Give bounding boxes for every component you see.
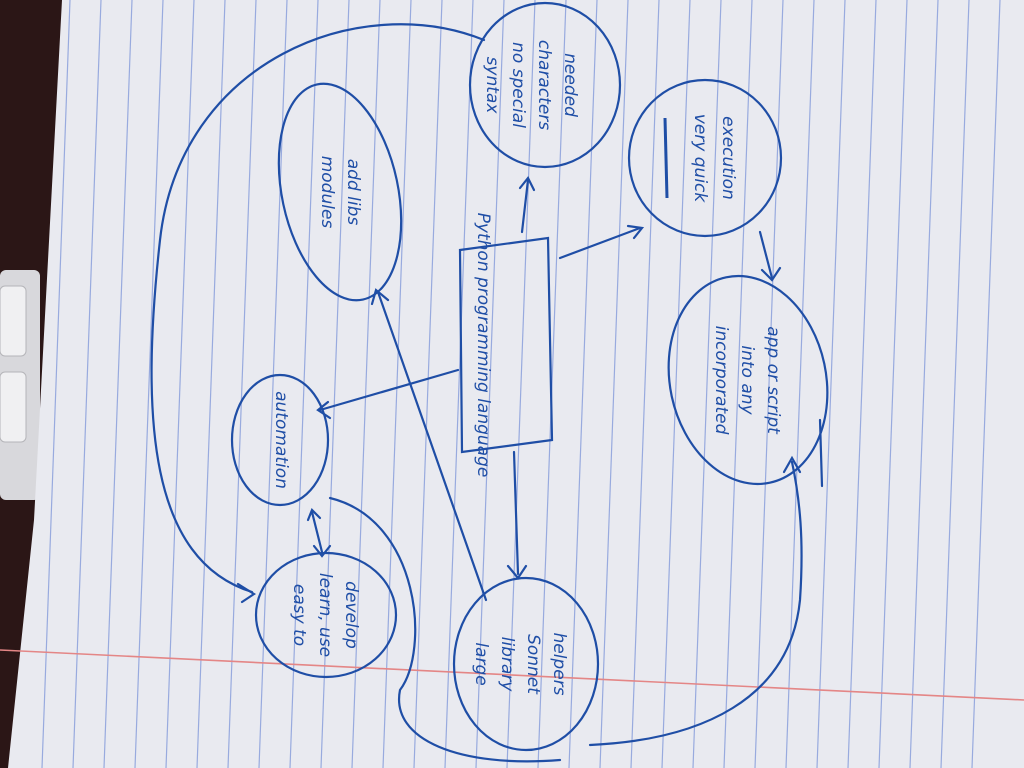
- arrow-easy: [310, 510, 324, 554]
- library-line: library: [497, 637, 517, 693]
- ruled-line: [661, 0, 691, 768]
- ruled-line: [816, 0, 846, 768]
- loop-bottom: [328, 496, 562, 763]
- ruled-line: [754, 0, 784, 768]
- ruled-line: [878, 0, 908, 768]
- ruled-line: [599, 0, 629, 768]
- automation-label: automation: [271, 391, 291, 489]
- ruled-line: [537, 0, 567, 768]
- ruled-line: [41, 0, 71, 768]
- syntax-line: no special: [508, 42, 528, 128]
- library-line: helpers: [549, 632, 569, 695]
- ruled-line: [320, 0, 350, 768]
- loop-left: [150, 23, 486, 594]
- ruled-line: [630, 0, 660, 768]
- margin-line: [0, 649, 1024, 701]
- ruled-line: [940, 0, 970, 768]
- ruled-line: [103, 0, 133, 768]
- ruled-line: [196, 0, 226, 768]
- arrow-incorporated: [758, 230, 774, 280]
- loop-right: [588, 460, 803, 747]
- ruled-line: [382, 0, 412, 768]
- incorporated-line: app or script: [763, 326, 783, 435]
- syntax-line: needed: [560, 53, 580, 117]
- incorporated-line: into any: [737, 345, 757, 415]
- ruled-line: [723, 0, 753, 768]
- execution-line: very quick: [690, 114, 710, 204]
- ruled-line: [351, 0, 381, 768]
- bubble-easy: [254, 551, 398, 679]
- center-label: Python programming language: [473, 213, 493, 478]
- ruled-line: [72, 0, 102, 768]
- ruled-line: [413, 0, 443, 768]
- execution-text: very quick execution: [663, 114, 738, 204]
- ruled-line: [444, 0, 474, 768]
- bubbles: [230, 1, 829, 752]
- center-box: [458, 236, 554, 454]
- ruled-line: [692, 0, 722, 768]
- library-line: large: [471, 642, 491, 685]
- syntax-text: syntax no special characters needed: [482, 40, 580, 130]
- ruled-line: [134, 0, 164, 768]
- easy-line: easy to: [289, 584, 309, 646]
- ruled-line: [165, 0, 195, 768]
- bubble-execution: [627, 78, 783, 238]
- syntax-line: characters: [534, 40, 554, 130]
- arrow-execution: [558, 226, 642, 260]
- incorporated-text: incorporated into any app or script: [711, 326, 783, 435]
- ruled-line: [568, 0, 598, 768]
- bubble-syntax: [468, 1, 622, 169]
- bubble-library: [452, 576, 600, 752]
- modules-line: add libs: [343, 159, 363, 226]
- easy-line: develop: [341, 581, 361, 649]
- ruled-line: [227, 0, 257, 768]
- arrow-modules: [376, 290, 488, 602]
- modules-line: modules: [317, 156, 337, 229]
- bubble-incorporated: [667, 274, 829, 486]
- arrow-library: [512, 450, 520, 576]
- ruled-line: [475, 0, 505, 768]
- arrow-syntax: [520, 178, 530, 234]
- ruled-line: [506, 0, 536, 768]
- execution-line: execution: [718, 116, 738, 200]
- keyboard-key: [0, 285, 27, 357]
- library-line: Sonnet: [523, 634, 543, 695]
- notebook-paper: [8, 0, 1024, 768]
- incorporated-line: incorporated: [711, 326, 731, 435]
- library-text: large library Sonnet helpers: [471, 632, 569, 695]
- easy-line: learn, use: [315, 573, 335, 657]
- syntax-line: syntax: [482, 57, 502, 115]
- easy-text: easy to learn, use develop: [289, 573, 361, 657]
- bubble-modules: [277, 82, 403, 302]
- modules-text: modules add libs: [317, 156, 363, 229]
- struck-word: [663, 117, 669, 199]
- arrow-automation: [318, 368, 460, 412]
- ruled-line: [909, 0, 939, 768]
- ruled-line: [847, 0, 877, 768]
- keyboard-key: [0, 371, 27, 443]
- bubble-automation: [230, 373, 330, 507]
- ruled-line: [971, 0, 1001, 768]
